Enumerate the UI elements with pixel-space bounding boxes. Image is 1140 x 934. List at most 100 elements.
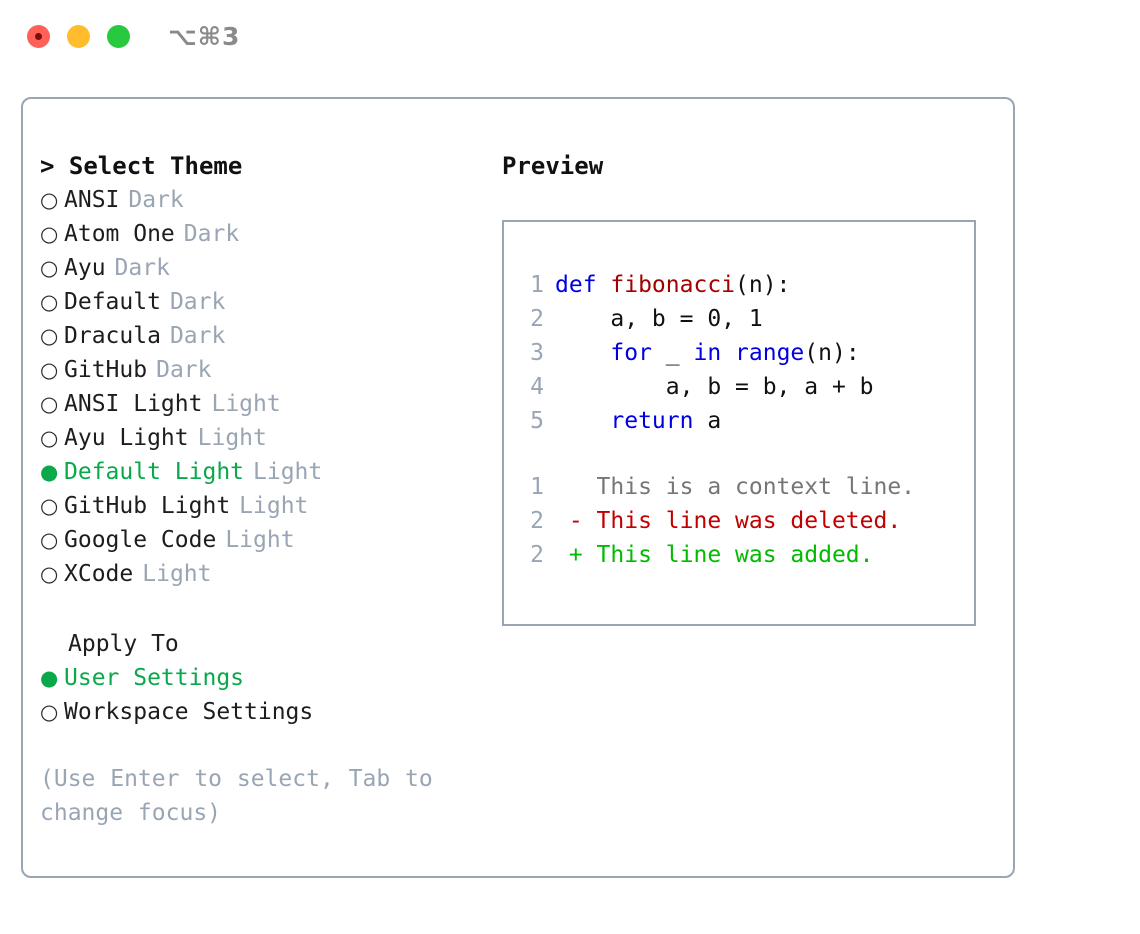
diff-line-text: - This line was deleted. bbox=[555, 508, 902, 534]
code-line-text: a, b = b, a + b bbox=[555, 370, 874, 404]
window-controls bbox=[27, 25, 130, 48]
code-token-plain bbox=[555, 340, 610, 366]
code-token-kw: def bbox=[555, 272, 611, 298]
radio-unselected-icon: ○ bbox=[40, 494, 59, 518]
apply-to-option[interactable]: ○Workspace Settings bbox=[40, 695, 480, 729]
apply-to-list[interactable]: ●User Settings○Workspace Settings bbox=[40, 661, 480, 729]
code-line-text: for _ in range(n): bbox=[555, 336, 860, 370]
diff-line: 2 + This line was added. bbox=[516, 538, 968, 572]
maximize-button[interactable] bbox=[107, 25, 130, 48]
theme-option-label: Dracula bbox=[64, 323, 161, 349]
diff-line: 1 This is a context line. bbox=[516, 470, 968, 504]
section-spacer bbox=[40, 591, 480, 627]
theme-option-label: XCode bbox=[64, 561, 134, 587]
theme-option-variant: Dark bbox=[128, 187, 184, 213]
code-token-kw: range bbox=[735, 340, 805, 366]
theme-option-label: Google Code bbox=[64, 527, 217, 553]
theme-option[interactable]: ○Atom One Dark bbox=[40, 217, 480, 251]
theme-option-label: Ayu bbox=[64, 255, 106, 281]
theme-option-label: ANSI Light bbox=[64, 391, 203, 417]
diff-line: 2 - This line was deleted. bbox=[516, 504, 968, 538]
theme-option-label: Default Light bbox=[64, 459, 245, 485]
theme-option-variant: Light bbox=[197, 425, 267, 451]
code-token-kw: in bbox=[693, 340, 722, 366]
radio-unselected-icon: ○ bbox=[40, 290, 59, 314]
theme-option-label: Ayu Light bbox=[64, 425, 189, 451]
hint-spacer bbox=[40, 729, 480, 762]
diff-line-number: 1 bbox=[530, 474, 544, 500]
keyboard-hint: (Use Enter to select, Tab to change focu… bbox=[40, 766, 433, 826]
code-line-number: 4 bbox=[530, 374, 544, 400]
code-token-kw: return bbox=[610, 408, 694, 434]
code-token-kw: for bbox=[610, 340, 652, 366]
diff-line-text: + This line was added. bbox=[555, 542, 874, 568]
theme-option[interactable]: ○Dracula Dark bbox=[40, 319, 480, 353]
keyboard-shortcut-label: ⌥⌘3 bbox=[168, 22, 241, 51]
code-line-text: a, b = 0, 1 bbox=[555, 302, 763, 336]
radio-selected-icon: ● bbox=[40, 666, 59, 690]
radio-unselected-icon: ○ bbox=[40, 426, 59, 450]
theme-option-variant: Light bbox=[211, 391, 281, 417]
theme-option-label: Atom One bbox=[64, 221, 175, 247]
theme-option-variant: Dark bbox=[169, 323, 226, 349]
code-line: 3 for _ in range(n): bbox=[516, 336, 968, 370]
diff-spacer bbox=[516, 438, 968, 470]
radio-unselected-icon: ○ bbox=[40, 528, 59, 552]
theme-option-variant: Dark bbox=[183, 221, 240, 247]
apply-to-option-label: User Settings bbox=[64, 665, 245, 691]
radio-unselected-icon: ○ bbox=[40, 324, 59, 348]
theme-option-variant: Dark bbox=[169, 289, 226, 315]
code-line-text: def fibonacci(n): bbox=[555, 268, 790, 302]
theme-option-label: Default bbox=[64, 289, 161, 315]
radio-unselected-icon: ○ bbox=[40, 222, 59, 246]
preview-title: Preview bbox=[502, 152, 604, 180]
close-button[interactable] bbox=[27, 25, 50, 48]
code-line: 4 a, b = b, a + b bbox=[516, 370, 968, 404]
code-line-number: 1 bbox=[530, 272, 544, 298]
title-bar: ⌥⌘3 bbox=[0, 0, 1140, 78]
theme-option-label: ANSI bbox=[64, 187, 120, 213]
code-token-plain bbox=[721, 340, 735, 366]
theme-option-variant: Light bbox=[253, 459, 323, 485]
code-line: 2 a, b = 0, 1 bbox=[516, 302, 968, 336]
theme-option[interactable]: ○Default Dark bbox=[40, 285, 480, 319]
select-theme-header: > Select Theme bbox=[40, 152, 243, 180]
radio-unselected-icon: ○ bbox=[40, 188, 59, 212]
theme-option-variant: Dark bbox=[156, 357, 212, 383]
radio-unselected-icon: ○ bbox=[40, 562, 59, 586]
radio-unselected-icon: ○ bbox=[40, 358, 59, 382]
apply-to-title: Apply To bbox=[68, 631, 179, 657]
code-token-plain: (n): bbox=[804, 340, 860, 366]
theme-option[interactable]: ○GitHub Dark bbox=[40, 353, 480, 387]
code-line-number: 5 bbox=[530, 408, 544, 434]
theme-option[interactable]: ○ANSI Dark bbox=[40, 183, 480, 217]
diff-line-number: 2 bbox=[530, 542, 544, 568]
code-line-text: return a bbox=[555, 404, 721, 438]
code-token-plain: a, b = 0, 1 bbox=[555, 306, 763, 332]
code-token-plain: a, b = b, a + b bbox=[555, 374, 874, 400]
code-token-plain: a bbox=[693, 408, 722, 434]
radio-unselected-icon: ○ bbox=[40, 256, 59, 280]
diff-line-number: 2 bbox=[530, 508, 544, 534]
theme-option-variant: Light bbox=[239, 493, 309, 519]
apply-to-option[interactable]: ●User Settings bbox=[40, 661, 480, 695]
diff-block: 1 This is a context line.2 - This line w… bbox=[516, 470, 968, 572]
minimize-button[interactable] bbox=[67, 25, 90, 48]
code-line-number: 3 bbox=[530, 340, 544, 366]
radio-unselected-icon: ○ bbox=[40, 700, 59, 724]
theme-option[interactable]: ○Ayu Light Light bbox=[40, 421, 480, 455]
theme-option-label: GitHub bbox=[64, 357, 148, 383]
